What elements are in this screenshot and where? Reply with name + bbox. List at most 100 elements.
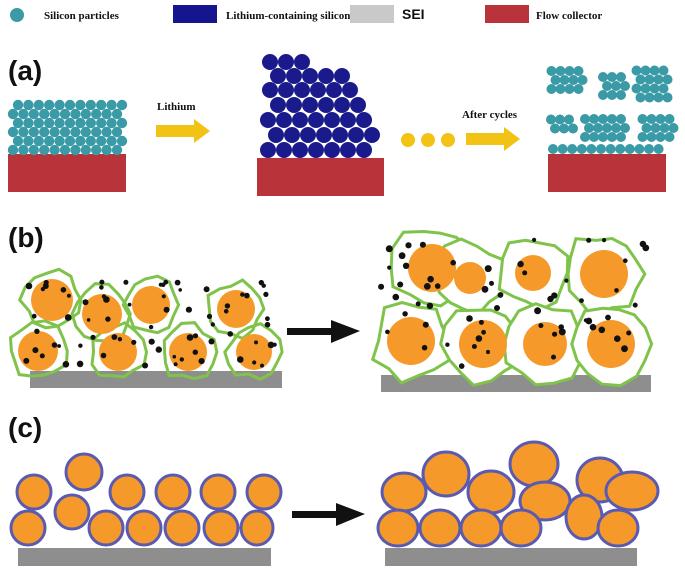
sei-debris — [497, 292, 504, 298]
silicon-particle — [586, 144, 597, 154]
lithiated-particle — [350, 97, 366, 113]
sei-debris — [614, 288, 619, 293]
silicon-particle — [99, 333, 137, 371]
silicon-particle — [555, 114, 565, 125]
coated-particle — [125, 509, 163, 547]
lithiated-particle — [308, 112, 324, 128]
silicon-particle — [653, 144, 664, 154]
silicon-particle — [116, 135, 128, 147]
silicon-particle — [64, 117, 76, 129]
sei-debris — [478, 319, 484, 325]
sei-debris — [258, 279, 264, 286]
sei-shell — [8, 319, 69, 378]
coated-particle — [9, 509, 47, 547]
sei-debris — [552, 331, 558, 337]
silicon-particle — [573, 84, 584, 94]
silicon-particle — [91, 126, 102, 138]
silicon-particle — [635, 92, 646, 103]
silicon-particle — [605, 144, 616, 154]
coated-particle — [564, 493, 604, 541]
silicon-particle — [584, 123, 594, 133]
sei-debris — [450, 259, 457, 266]
sei-debris-after — [378, 237, 650, 369]
silicon-particle — [616, 114, 626, 124]
silicon-particle — [33, 135, 44, 147]
lithiated-particle — [316, 127, 332, 143]
sei-debris — [471, 344, 477, 349]
sei-debris — [445, 342, 450, 347]
sei-debris — [551, 354, 556, 360]
sei-debris — [223, 309, 229, 314]
silicon-particle — [620, 81, 630, 91]
sei-debris — [385, 245, 393, 253]
silicon-particle — [644, 74, 655, 85]
sei-shell — [223, 322, 284, 381]
coated-particle — [604, 470, 660, 512]
silicon-particle — [44, 135, 55, 147]
sei-debris — [100, 352, 107, 359]
sei-debris — [263, 291, 269, 297]
sei-debris — [427, 275, 434, 283]
silicon-particle — [568, 123, 578, 134]
silicon-particle — [39, 126, 50, 138]
silicon-particle — [559, 123, 569, 134]
silicon-particle — [106, 117, 117, 129]
silicon-particle — [616, 90, 626, 100]
sei-debris — [522, 270, 528, 276]
silicon-particle — [580, 132, 590, 142]
sei-debris — [385, 329, 390, 335]
silicon-particle — [33, 117, 44, 129]
lithiated-particle — [356, 142, 372, 158]
silicon-particle — [564, 114, 574, 125]
sei-debris — [82, 299, 89, 306]
legend-sei-label: SEI — [402, 6, 425, 22]
legend: Silicon particles Lithium-containing sil… — [10, 5, 602, 23]
sei-debris — [260, 363, 264, 368]
sei-debris — [148, 338, 155, 345]
silicon-particle — [596, 144, 606, 154]
silicon-particle — [18, 126, 29, 138]
silicon-particle — [548, 144, 558, 154]
silicon-particle — [59, 108, 71, 120]
silicon-particle — [567, 144, 578, 154]
silicon-particle — [82, 294, 122, 334]
lithiated-particle — [292, 112, 308, 128]
sei-debris — [415, 301, 421, 307]
silicon-particle — [91, 108, 102, 120]
silicon-particle — [454, 262, 486, 294]
sei-debris — [62, 361, 70, 368]
silicon-particle — [106, 99, 117, 111]
silicon-particle — [116, 99, 128, 111]
substrate-b1 — [30, 371, 282, 388]
silicon-particle — [75, 99, 86, 111]
panel-a-tag: (a) — [8, 55, 42, 86]
arrow-c — [292, 503, 365, 526]
sei-debris — [210, 322, 215, 327]
substrate-c2 — [385, 548, 637, 566]
coated-particle — [418, 508, 462, 548]
collector-a2 — [257, 158, 384, 196]
sei-debris — [489, 280, 494, 286]
sei-shell — [17, 267, 83, 330]
coated-particle — [421, 450, 471, 498]
sei-debris — [422, 321, 429, 328]
lithiated-particle — [302, 97, 318, 113]
silicon-particle — [39, 108, 50, 120]
silicon-particle — [515, 255, 551, 291]
silicon-particle — [23, 117, 34, 129]
lithiated-particle — [294, 54, 310, 70]
sei-debris — [237, 356, 244, 363]
silicon-particle — [91, 144, 102, 156]
silicon-particle — [12, 99, 24, 111]
silicon-particle — [573, 66, 584, 76]
lithiated-particle — [268, 127, 284, 143]
coated-particle — [380, 471, 428, 513]
silicon-particle — [70, 144, 81, 156]
silicon-particle — [54, 99, 65, 111]
silicon-particle — [616, 72, 626, 82]
coated-particle — [154, 473, 192, 511]
sei-debris — [402, 311, 408, 317]
silicon-particle — [615, 144, 626, 154]
silicon-particle — [44, 117, 55, 129]
sei-debris — [99, 285, 104, 290]
